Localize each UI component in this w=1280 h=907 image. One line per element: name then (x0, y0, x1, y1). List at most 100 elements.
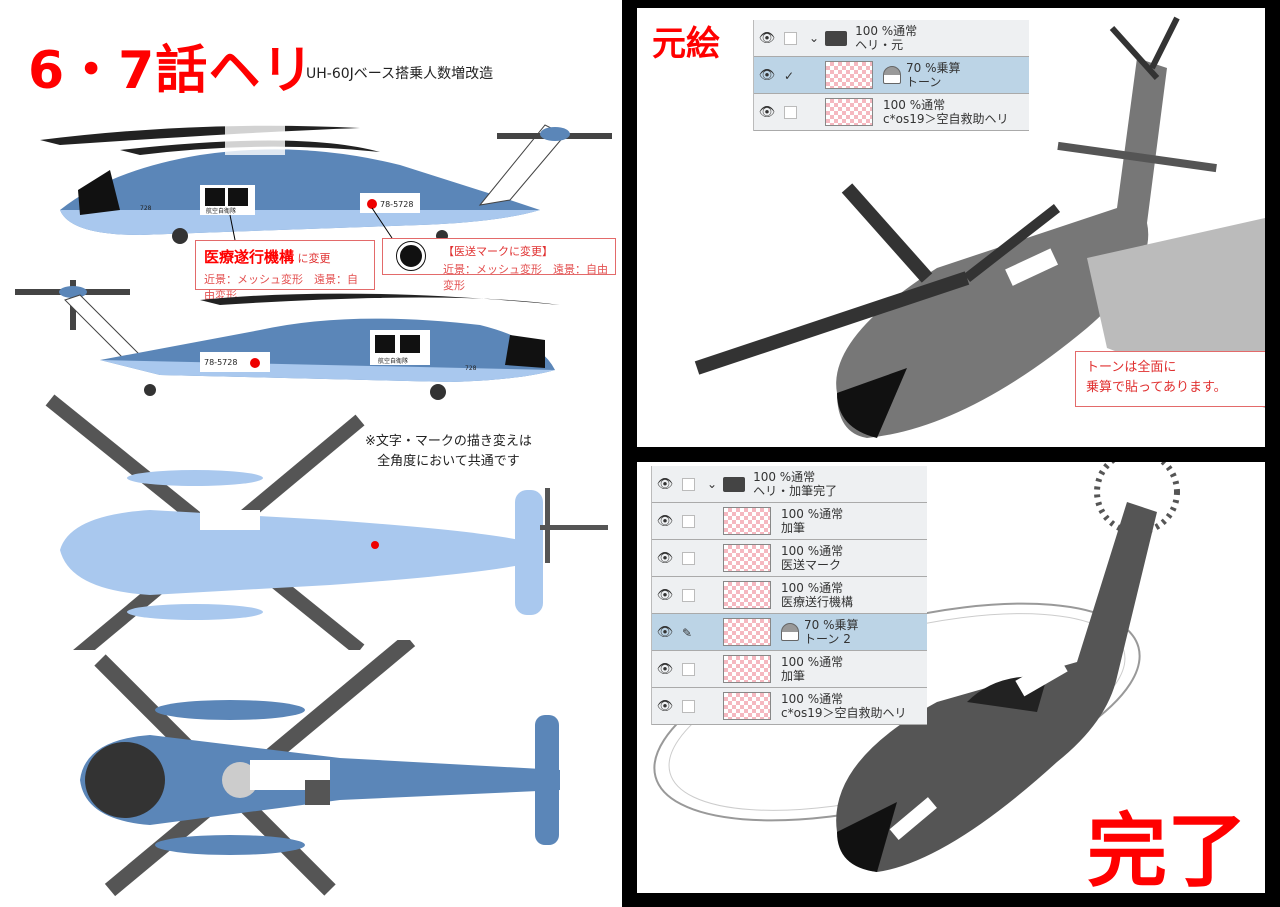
eye-icon[interactable]: 👁 (758, 67, 776, 83)
caption-line-2: 全角度において共通です (377, 454, 520, 469)
eye-icon[interactable]: 👁 (656, 550, 674, 566)
unit-label: 航空自衛隊 (206, 207, 236, 215)
layer-blend-mode: 100 %通常 (883, 98, 946, 112)
layer-active-icon[interactable]: ✓ (784, 68, 795, 83)
org-name: 医療遂行機構 (204, 248, 295, 266)
layer-label: 100 %通常加筆 (781, 655, 843, 683)
tone-note-line-2: 乗算で貼ってあります。 (1086, 380, 1227, 395)
original-label: 元絵 (652, 24, 720, 64)
layer-row[interactable]: 👁 100 %通常医療送行機構 (652, 577, 927, 614)
layer-name: c*os19＞空自救助ヘリ (883, 112, 1009, 126)
layer-lock-checkbox[interactable] (784, 105, 797, 119)
layer-label: 100 %通常ヘリ・加筆完了 (753, 470, 837, 498)
layer-lock-checkbox[interactable] (682, 477, 695, 491)
layer-blend-mode: 100 %通常 (781, 581, 844, 595)
layer-name: 医送マーク (781, 558, 842, 572)
layer-thumbnail (825, 61, 873, 89)
nose-number-2: 728 (465, 365, 477, 372)
layer-blend-mode: 100 %通常 (781, 544, 844, 558)
layer-blend-mode: 70 %乗算 (906, 61, 961, 75)
mark-change-note: 【医送マークに変更】 近景：メッシュ変形 遠景：自由変形 (382, 238, 616, 292)
helicopter-bottom-view (80, 640, 560, 897)
tone-layer-icon (883, 66, 901, 84)
eye-icon[interactable]: 👁 (758, 104, 776, 120)
layer-blend-mode: 100 %通常 (781, 692, 844, 706)
layer-row[interactable]: 👁 100 %通常加筆 (652, 651, 927, 688)
layer-name: 加筆 (781, 521, 806, 535)
layer-label: 100 %通常加筆 (781, 507, 843, 535)
layer-blend-mode: 100 %通常 (781, 655, 844, 669)
layer-label: 100 %通常医送マーク (781, 544, 843, 572)
caption-line-1: ※文字・マークの描き変えは (365, 434, 532, 449)
layer-thumbnail (723, 507, 771, 535)
unit-label-2: 航空自衛隊 (378, 357, 408, 365)
helicopter-top-view (45, 394, 608, 650)
layer-blend-mode: 100 %通常 (855, 24, 918, 38)
layer-blend-mode: 100 %通常 (781, 507, 844, 521)
done-label: 完了 (1087, 805, 1247, 893)
tone-layer-icon (781, 623, 799, 641)
layer-thumbnail (723, 692, 771, 720)
layer-lock-checkbox[interactable] (682, 699, 695, 713)
layer-name: ヘリ・元 (855, 38, 904, 52)
layer-active-icon[interactable]: ✎ (682, 625, 693, 640)
layer-label: 70 %乗算トーン 2 (804, 618, 859, 646)
page-subtitle: UH-60Jベース搭乗人数増改造 (306, 66, 494, 82)
folder-icon (825, 30, 848, 46)
finished-art-panel: 👁⌄100 %通常ヘリ・加筆完了👁100 %通常加筆👁100 %通常医送マーク👁… (637, 462, 1265, 893)
org-suffix: に変更 (297, 252, 331, 265)
eye-icon[interactable]: 👁 (656, 698, 674, 714)
layer-lock-checkbox[interactable] (682, 514, 695, 528)
serial-label: 78-5728 (380, 200, 413, 209)
layer-row[interactable]: 👁 100 %通常医送マーク (652, 540, 927, 577)
layer-label: 100 %通常ヘリ・元 (855, 24, 917, 52)
folder-icon (723, 476, 746, 492)
mark-title: 【医送マークに変更】 (443, 245, 553, 258)
layer-name: トーン (906, 75, 942, 89)
shared-note: ※文字・マークの描き変えは 全角度において共通です (365, 432, 532, 472)
layer-label: 70 %乗算トーン (906, 61, 961, 89)
layer-thumbnail (723, 618, 771, 646)
layer-name: ヘリ・加筆完了 (753, 484, 838, 498)
tone-note: トーンは全面に 乗算で貼ってあります。 (1075, 351, 1265, 407)
layer-lock-checkbox[interactable] (682, 662, 695, 676)
eye-icon[interactable]: 👁 (656, 624, 674, 640)
reference-sheet: 6・7話ヘリ UH-60Jベース搭乗人数増改造 航空自衛隊 78-5728 72… (0, 0, 622, 907)
org-change-note: 医療遂行機構 に変更 近景：メッシュ変形 遠景：自由変形 (195, 240, 375, 302)
page-title: 6・7話ヘリ (28, 41, 315, 101)
chevron-down-icon[interactable]: ⌄ (707, 477, 718, 491)
helicopter-side-view-left: 航空自衛隊 78-5728 728 (40, 120, 612, 244)
eye-icon[interactable]: 👁 (656, 513, 674, 529)
layer-row[interactable]: 👁 ⌄ 100 %通常ヘリ・加筆完了 (652, 466, 927, 503)
tone-note-line-1: トーンは全面に (1086, 360, 1177, 375)
layer-row[interactable]: 👁 ⌄ 100 %通常ヘリ・元 (754, 20, 1029, 57)
layer-row[interactable]: 👁 ✎ 70 %乗算トーン 2 (652, 614, 927, 651)
layer-name: トーン 2 (804, 632, 851, 646)
layer-name: c*os19＞空自救助ヘリ (781, 706, 907, 720)
layer-thumbnail (825, 98, 873, 126)
helicopter-side-view-right: 78-5728 航空自衛隊 728 (15, 280, 560, 400)
layer-row[interactable]: 👁 100 %通常加筆 (652, 503, 927, 540)
layer-name: 医療送行機構 (781, 595, 854, 609)
layer-thumbnail (723, 581, 771, 609)
layer-lock-checkbox[interactable] (682, 588, 695, 602)
chevron-down-icon[interactable]: ⌄ (809, 31, 820, 45)
eye-icon[interactable]: 👁 (656, 587, 674, 603)
mark-detail: 近景：メッシュ変形 遠景：自由変形 (443, 263, 608, 292)
eye-icon[interactable]: 👁 (656, 661, 674, 677)
layer-row[interactable]: 👁 ✓ 70 %乗算トーン (754, 57, 1029, 94)
eye-icon[interactable]: 👁 (758, 30, 776, 46)
layer-lock-checkbox[interactable] (784, 31, 797, 45)
layer-name: 加筆 (781, 669, 806, 683)
layer-label: 100 %通常医療送行機構 (781, 581, 853, 609)
nose-number: 728 (140, 205, 152, 212)
layer-blend-mode: 70 %乗算 (804, 618, 859, 632)
eye-icon[interactable]: 👁 (656, 476, 674, 492)
layer-lock-checkbox[interactable] (682, 551, 695, 565)
